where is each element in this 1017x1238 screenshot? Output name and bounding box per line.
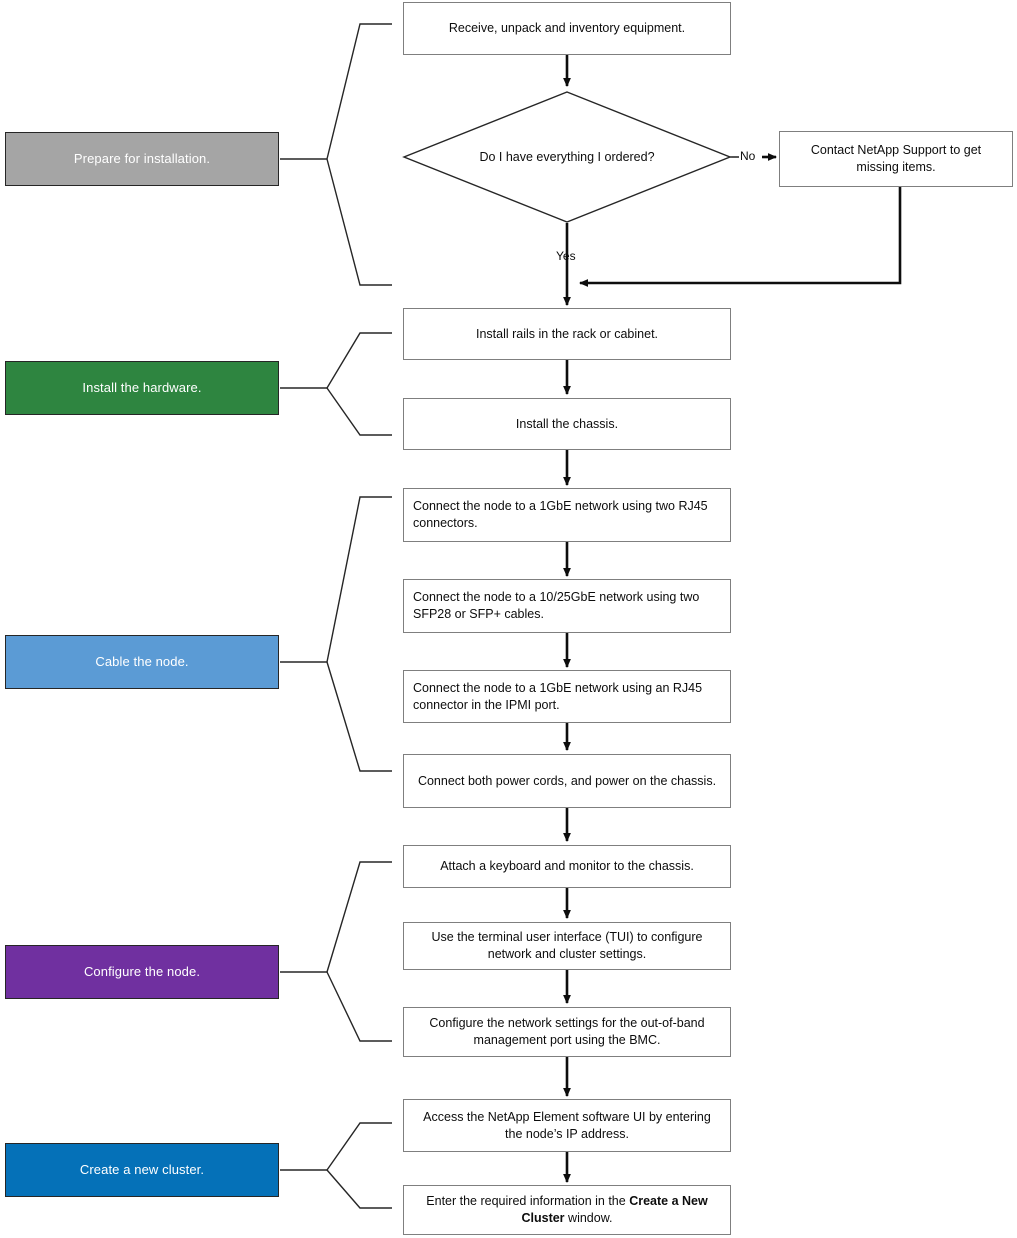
stage-label: Install the hardware. bbox=[82, 379, 202, 395]
decision-label: Do I have everything I ordered? bbox=[479, 150, 655, 164]
step-label: Connect both power cords, and power on t… bbox=[417, 773, 717, 788]
stage-install-the-hardware[interactable]: Install the hardware. bbox=[5, 361, 279, 415]
step-label: Connect the node to a 10/25GbE network u… bbox=[413, 590, 700, 621]
step-enter-create-new-cluster[interactable]: Enter the required information in the Cr… bbox=[403, 1185, 731, 1235]
step-access-element-ui[interactable]: Access the NetApp Element software UI by… bbox=[403, 1099, 731, 1152]
step-label: Install the chassis. bbox=[515, 416, 619, 431]
step-label: Receive, unpack and inventory equipment. bbox=[448, 21, 686, 36]
step-contact-netapp-support[interactable]: Contact NetApp Support to get missing it… bbox=[779, 131, 1013, 187]
step-install-chassis[interactable]: Install the chassis. bbox=[403, 398, 731, 450]
stage-label: Create a new cluster. bbox=[79, 1161, 205, 1177]
edge-label-no: No bbox=[740, 149, 756, 163]
step-attach-keyboard-monitor[interactable]: Attach a keyboard and monitor to the cha… bbox=[403, 845, 731, 888]
step-label: Attach a keyboard and monitor to the cha… bbox=[440, 859, 694, 874]
step-label: Use the terminal user interface (TUI) to… bbox=[431, 930, 703, 961]
step-label-composite: Enter the required information in the Cr… bbox=[413, 1193, 721, 1227]
step-cable-1gbe-rj45[interactable]: Connect the node to a 1GbE network using… bbox=[403, 488, 731, 542]
step-label: Contact NetApp Support to get missing it… bbox=[810, 143, 982, 174]
step-label: Access the NetApp Element software UI by… bbox=[423, 1109, 711, 1141]
stage-label: Cable the node. bbox=[95, 653, 189, 669]
step-connect-power-cords[interactable]: Connect both power cords, and power on t… bbox=[403, 754, 731, 808]
step-label-emphasis: Create a New Cluster bbox=[521, 1194, 708, 1225]
stage-label: Prepare for installation. bbox=[73, 150, 211, 166]
step-use-tui[interactable]: Use the terminal user interface (TUI) to… bbox=[403, 922, 731, 970]
stage-label: Configure the node. bbox=[83, 963, 201, 979]
step-receive-equipment[interactable]: Receive, unpack and inventory equipment. bbox=[403, 2, 731, 55]
step-label: Connect the node to a 1GbE network using… bbox=[413, 680, 703, 712]
step-configure-bmc[interactable]: Configure the network settings for the o… bbox=[403, 1007, 731, 1057]
step-install-rails[interactable]: Install rails in the rack or cabinet. bbox=[403, 308, 731, 360]
step-label: Connect the node to a 1GbE network using… bbox=[413, 499, 708, 530]
stage-configure-the-node[interactable]: Configure the node. bbox=[5, 945, 279, 999]
step-cable-10-25gbe-sfp[interactable]: Connect the node to a 10/25GbE network u… bbox=[403, 579, 731, 633]
step-label: Configure the network settings for the o… bbox=[429, 1016, 705, 1047]
step-label-suffix: window. bbox=[564, 1211, 613, 1225]
stage-create-a-new-cluster[interactable]: Create a new cluster. bbox=[5, 1143, 279, 1197]
decision-have-everything-ordered[interactable]: Do I have everything I ordered? bbox=[404, 92, 730, 222]
step-label: Install rails in the rack or cabinet. bbox=[475, 326, 659, 341]
stage-cable-the-node[interactable]: Cable the node. bbox=[5, 635, 279, 689]
edge-label-yes: Yes bbox=[556, 249, 576, 263]
step-label-prefix: Enter the required information in the bbox=[426, 1194, 630, 1209]
step-cable-ipmi-port[interactable]: Connect the node to a 1GbE network using… bbox=[403, 670, 731, 723]
stage-prepare-for-installation[interactable]: Prepare for installation. bbox=[5, 132, 279, 186]
